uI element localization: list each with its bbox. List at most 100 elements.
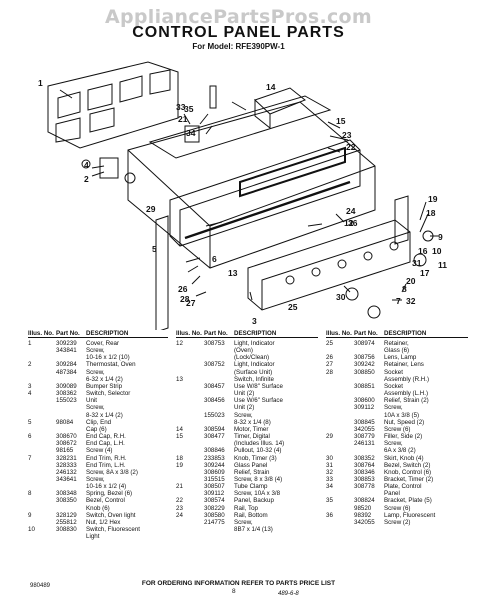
illus-no	[176, 412, 204, 419]
callout-11: 11	[438, 260, 447, 270]
parts-row: Panel	[326, 490, 468, 497]
part-no	[204, 376, 234, 383]
callout-30: 30	[336, 292, 346, 302]
callout-8: 8	[402, 284, 407, 294]
part-description: Switch, Selector	[86, 390, 131, 398]
callout-6: 6	[212, 254, 217, 264]
part-no: 308350	[56, 497, 77, 505]
illus-no	[176, 519, 204, 526]
illus-no: 14	[176, 425, 183, 433]
parts-row: (Lock/Clean)	[176, 354, 318, 361]
parts-row: Unit (2)	[176, 390, 318, 397]
part-description: Bezel, Control	[86, 497, 125, 505]
part-description: Screw, 8 x 3/8 (4)	[234, 475, 283, 483]
callout-19: 19	[428, 194, 438, 204]
part-description: Screw,	[234, 518, 253, 526]
parts-row: 328333 End Trim, L.H.	[28, 462, 168, 469]
parts-row: 10-16 x 1/2 (4)	[28, 483, 168, 490]
watermark: AppliancePartsPros.com	[104, 6, 372, 28]
parts-row: 8B7 x 1/4 (13)	[176, 526, 318, 533]
part-no: 255812	[56, 518, 77, 526]
part-description: Relief, Strain (2)	[384, 397, 429, 405]
illus-no	[28, 376, 56, 383]
illus-no	[28, 533, 56, 540]
part-description: Filler, Side (2)	[384, 433, 423, 441]
part-description: Screw, 8A x 3/8 (2)	[86, 468, 138, 476]
part-description: Nut, Speed (2)	[384, 418, 425, 426]
part-description: Screw (6)	[384, 425, 411, 433]
parts-row: Assembly (R.H.)	[326, 376, 468, 383]
part-description: Knob, Control (6)	[384, 468, 432, 476]
illus-no: 23	[176, 504, 183, 512]
part-description: End Trim, L.H.	[86, 461, 126, 469]
illus-no	[176, 361, 204, 368]
part-no: 308850	[354, 368, 375, 376]
part-no: 308456	[204, 397, 225, 405]
callout-10: 10	[432, 246, 442, 256]
illus-no	[28, 519, 56, 526]
parts-row: Unit (2)	[176, 404, 318, 411]
illus-no: 12	[176, 340, 183, 347]
illus-no: 9	[28, 511, 32, 519]
part-description: Lens, Lamp	[384, 354, 417, 362]
callout-1: 1	[38, 78, 43, 88]
illus-no	[326, 447, 354, 454]
part-no: 308845	[354, 418, 375, 426]
parts-row: 6A x 3/8 (2)	[326, 447, 468, 454]
part-no	[354, 376, 384, 383]
illus-no: 13	[176, 375, 183, 383]
part-no	[56, 376, 86, 383]
part-no: 328333	[56, 461, 77, 469]
illus-no: 33	[326, 475, 333, 483]
part-description: Panel	[384, 490, 400, 498]
illus-no	[176, 397, 204, 404]
parts-row: Cap (6)	[28, 426, 168, 433]
part-description: Skirt, Knob (4)	[384, 454, 424, 462]
exploded-parts-diagram: 1 2 3 4 5 6 7 8 9 10 11 12 13 14 15 16 1…	[38, 61, 447, 330]
part-description: End Cap, L.H.	[86, 440, 125, 448]
part-description: Assembly (L.H.)	[384, 390, 429, 398]
part-no: 308594	[204, 425, 225, 433]
part-description: Assembly (R.H.)	[384, 375, 430, 383]
part-description: Screw,	[86, 404, 105, 412]
timer-module	[254, 87, 306, 130]
illus-no: 28	[326, 368, 333, 376]
illus-no	[28, 497, 56, 504]
part-no: 308974	[354, 340, 375, 347]
illus-no: 25	[326, 340, 333, 347]
parts-row: Light	[28, 533, 168, 540]
illus-no: 27	[326, 361, 333, 369]
part-description: Glass Panel	[234, 461, 268, 469]
illus-no: 24	[176, 511, 183, 519]
part-no: 308477	[204, 433, 225, 441]
part-description: (Lock/Clean)	[234, 354, 270, 362]
part-no: 308574	[204, 497, 225, 505]
part-no: 309284	[56, 361, 77, 369]
part-description: Lamp, Fluorescent	[384, 511, 436, 519]
model-subtitle: For Model: RFE390PW-1	[192, 42, 285, 51]
part-description: Rail, Top	[234, 504, 258, 512]
part-no: 308346	[354, 468, 375, 476]
